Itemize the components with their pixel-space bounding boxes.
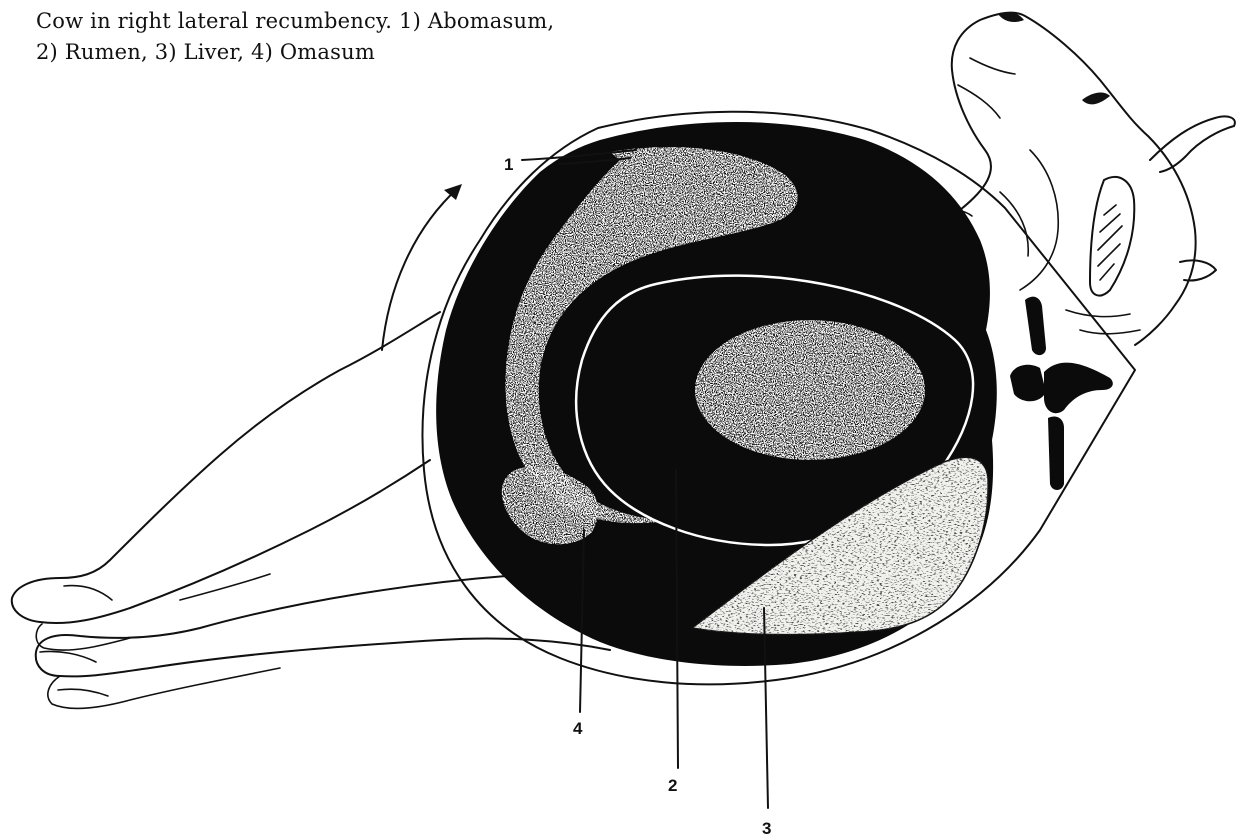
vertebra [1010, 297, 1113, 490]
label-4-text: 4 [573, 719, 583, 738]
label-2-text: 2 [668, 776, 677, 795]
label-3-text: 3 [762, 819, 771, 838]
rumen-gas-core [695, 320, 925, 460]
label-1-text: 1 [504, 155, 513, 174]
fore-leg-upper [12, 312, 440, 650]
